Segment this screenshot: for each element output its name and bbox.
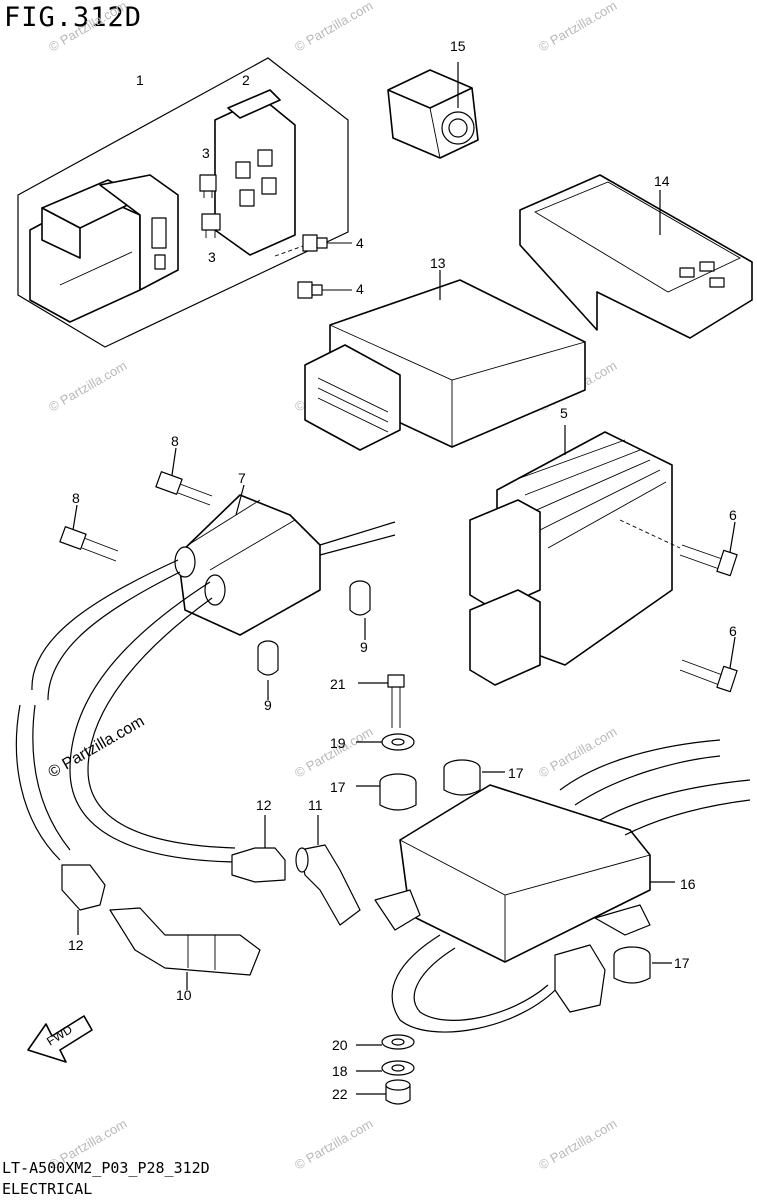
watermark: © Partzilla.com [536, 1116, 619, 1173]
drawing-code: LT-A500XM2_P03_P28_312D [2, 1159, 210, 1177]
callout-label: 13 [430, 255, 446, 271]
control-unit-16 [374, 739, 751, 1033]
plug-cap-11 [295, 815, 361, 926]
callout-label: 19 [330, 735, 346, 751]
bolt-6-upper [619, 519, 738, 577]
callout-label: 21 [330, 676, 346, 692]
grommet-17-right [443, 759, 505, 796]
bracket-14 [519, 174, 753, 339]
callout-label: 10 [176, 987, 192, 1003]
callout-label: 12 [256, 797, 272, 813]
callout-label: 4 [356, 281, 364, 297]
callout-label: 9 [360, 639, 368, 655]
boot-12-left [61, 864, 106, 935]
watermark: © Partzilla.com [536, 0, 619, 55]
watermark: © Partzilla.com [46, 358, 129, 415]
callout-label: 18 [332, 1063, 348, 1079]
bolt-4-upper [274, 234, 352, 257]
nut-22 [356, 1079, 411, 1105]
bolt-8-lower [59, 504, 119, 562]
callout-label: 22 [332, 1086, 348, 1102]
callout-label: 16 [680, 876, 696, 892]
washer-18 [356, 1060, 415, 1076]
callout-label: 17 [674, 955, 690, 971]
callout-label: 8 [72, 490, 80, 506]
callout-label: 6 [729, 507, 737, 523]
callout-label: 2 [242, 72, 250, 88]
callout-label: 20 [332, 1037, 348, 1053]
bolt-4-lower [297, 281, 352, 299]
regulator-5 [469, 425, 673, 686]
plug-cap-10 [109, 907, 261, 990]
watermark-feature: © Partzilla.com [46, 713, 148, 782]
washer-20 [356, 1034, 415, 1050]
collar-9-lower [257, 640, 279, 700]
bolt-21 [358, 674, 405, 728]
grommet-17-center [356, 773, 417, 811]
callout-label: 3 [202, 145, 210, 161]
callout-label: 1 [136, 72, 144, 88]
bolt-8-upper [155, 447, 213, 506]
bolt-6-lower [679, 636, 738, 693]
callout-label: 5 [560, 405, 568, 421]
watermark: © Partzilla.com [292, 724, 375, 781]
relay-assembly-group [17, 57, 349, 348]
connector-15 [387, 62, 479, 159]
callout-label: 3 [208, 249, 216, 265]
ignition-leads [15, 559, 236, 863]
watermark: © Partzilla.com [292, 0, 375, 55]
boot-12-right [231, 815, 286, 883]
callout-label: 9 [264, 697, 272, 713]
category-label: ELECTRICAL [2, 1180, 93, 1198]
washer-19 [356, 733, 415, 751]
callout-label: 12 [68, 937, 84, 953]
forward-arrow-icon: FWD [27, 1015, 93, 1063]
callout-label: 17 [508, 765, 524, 781]
callout-layer: 1 2 3 3 4 4 15 14 13 5 8 8 7 6 6 9 9 21 … [68, 38, 737, 1102]
callout-label: 4 [356, 235, 364, 251]
watermark: © Partzilla.com [46, 0, 129, 55]
ignition-coil-7 [174, 484, 396, 636]
figure-title: FIG.312D [4, 2, 143, 33]
callout-label: 8 [171, 433, 179, 449]
callout-label: 17 [330, 779, 346, 795]
watermark: © Partzilla.com [536, 724, 619, 781]
callout-label: 15 [450, 38, 466, 54]
watermark: © Partzilla.com [292, 1116, 375, 1173]
callout-label: 14 [654, 173, 670, 189]
grommet-17-lower [613, 946, 672, 984]
callout-label: 7 [238, 470, 246, 486]
ecu-13 [304, 270, 586, 451]
callout-label: 11 [308, 797, 323, 813]
collar-9-upper [349, 580, 371, 640]
callout-label: 6 [729, 623, 737, 639]
